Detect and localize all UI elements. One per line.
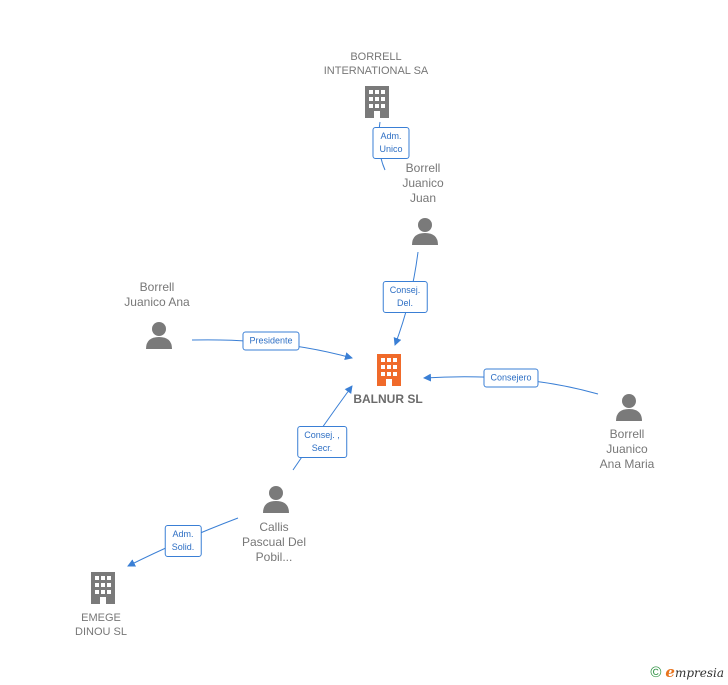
edge-label-consej-del[interactable]: Consej. Del. [382, 281, 428, 313]
node-label-emege[interactable]: EMEGE DINOU SL [75, 612, 127, 638]
building-icon[interactable] [362, 84, 392, 120]
node-label-callis[interactable]: Callis Pascual Del Pobil... [241, 520, 307, 564]
footer-brand: © empresia [650, 663, 724, 681]
node-label-borrell-international[interactable]: BORRELL INTERNATIONAL SA [323, 51, 429, 77]
node-label-borrell-juan[interactable]: Borrell Juanico Juan [402, 161, 444, 205]
building-icon[interactable] [373, 352, 405, 388]
edge-label-consej-secr[interactable]: Consej. , Secr. [297, 426, 347, 458]
node-label-borrell-ana-maria[interactable]: Borrell Juanico Ana Maria [599, 427, 655, 471]
edge-label-presidente[interactable]: Presidente [242, 331, 300, 351]
edge-label-adm-unico[interactable]: Adm. Unico [372, 127, 410, 159]
building-icon[interactable] [88, 570, 118, 606]
node-label-balnur[interactable]: BALNUR SL [353, 392, 423, 406]
person-icon[interactable] [410, 216, 440, 246]
edge-label-consejero[interactable]: Consejero [483, 368, 539, 388]
copyright-icon: © [650, 663, 662, 681]
empresia-logo[interactable]: empresia [665, 663, 724, 681]
node-label-borrell-ana[interactable]: Borrell Juanico Ana [124, 280, 190, 309]
person-icon[interactable] [144, 320, 174, 350]
edge-label-adm-solid[interactable]: Adm. Solid. [164, 525, 202, 557]
person-icon[interactable] [261, 484, 291, 514]
person-icon[interactable] [614, 392, 644, 422]
